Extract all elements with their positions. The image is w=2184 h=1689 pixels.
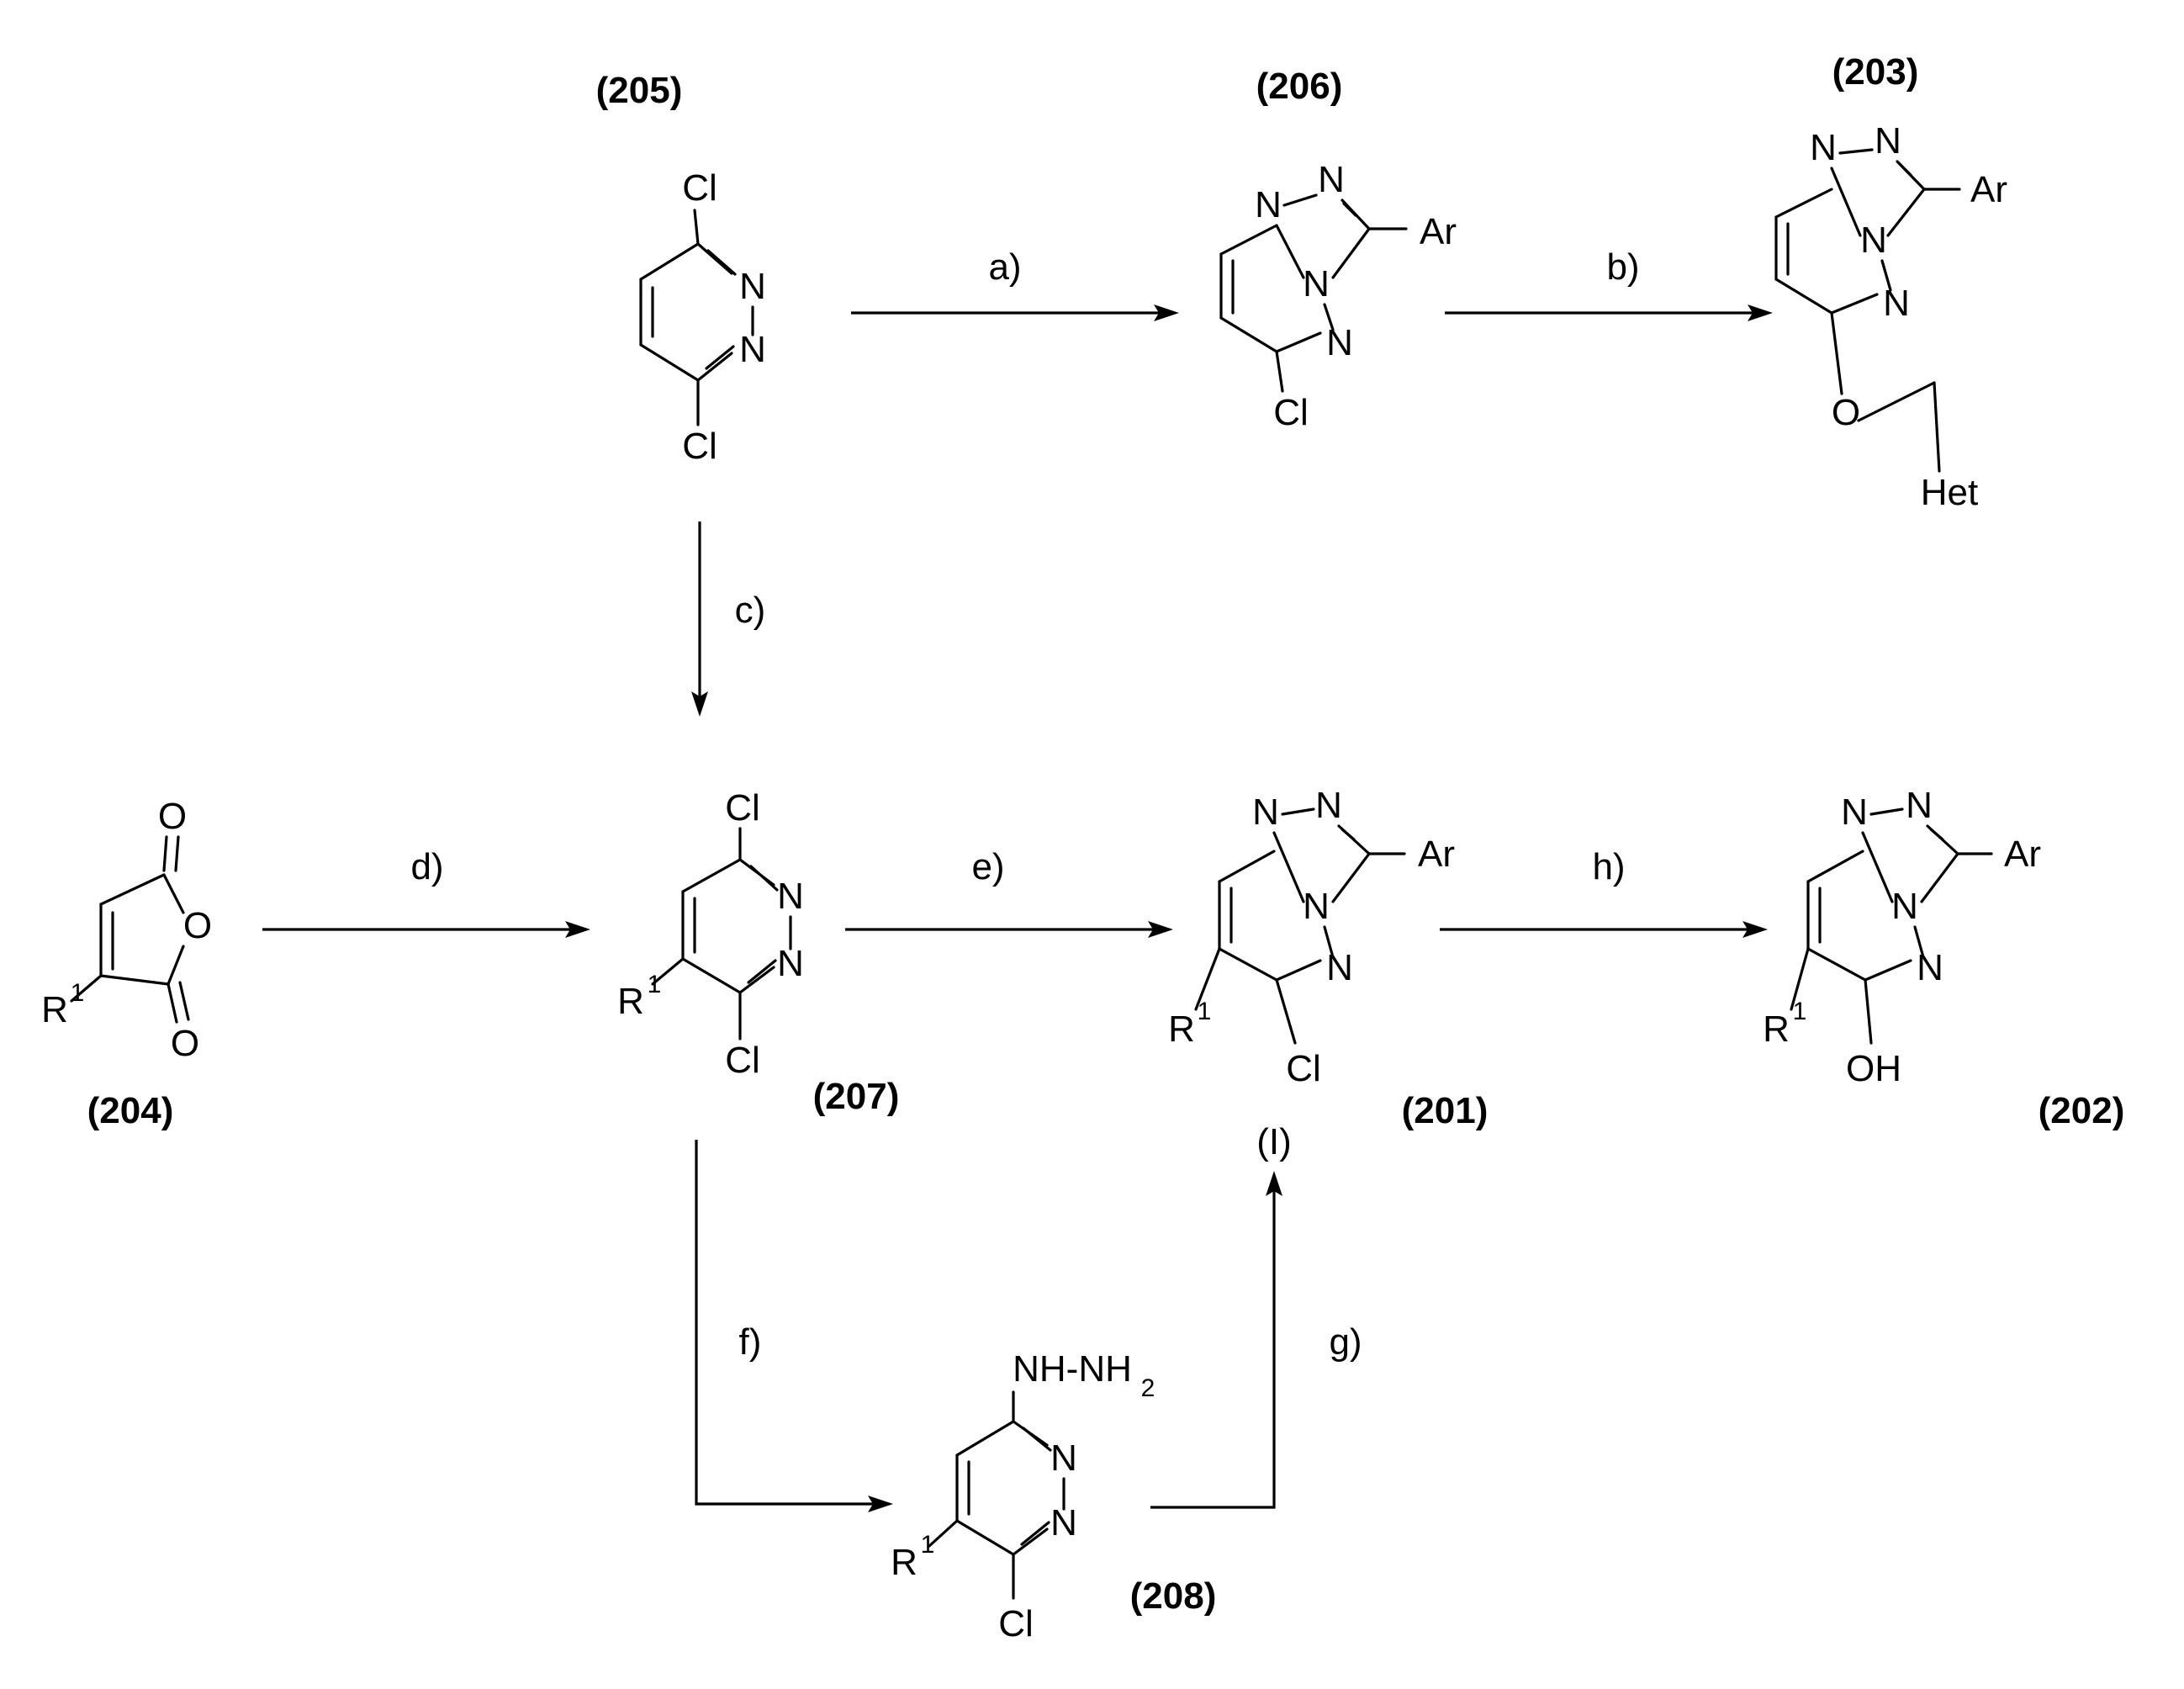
- arrow-f: f): [695, 1140, 893, 1512]
- compound-201: (201) (I) N N N N Ar Cl R 1: [1168, 785, 1488, 1162]
- arrow-h: h): [1440, 846, 1768, 938]
- atom-ar: Ar: [1420, 211, 1457, 252]
- ring-bonds: [639, 209, 754, 426]
- compound-label-207: (207): [813, 1076, 900, 1117]
- step-label-h: h): [1592, 846, 1625, 887]
- atom-n: N: [1860, 220, 1887, 261]
- atom-cl: Cl: [725, 787, 760, 829]
- atom-ar: Ar: [1970, 169, 2007, 210]
- atom-n: N: [1810, 127, 1837, 168]
- arrow-d: d): [262, 846, 590, 938]
- compound-label-203: (203): [1832, 51, 1919, 93]
- compound-label-202: (202): [2039, 1090, 2125, 1131]
- compound-label-208: (208): [1130, 1575, 1217, 1617]
- compound-206: (206) N N N N Ar Cl: [1219, 66, 1457, 433]
- atom-oh: OH: [1846, 1048, 1901, 1089]
- atom-n: N: [1326, 947, 1353, 988]
- atom-r: R: [617, 981, 644, 1022]
- compound-label-204: (204): [87, 1090, 174, 1131]
- atom-ar: Ar: [2004, 834, 2041, 875]
- formula-label-i: (I): [1256, 1121, 1292, 1162]
- atom-n: N: [1875, 120, 1901, 161]
- step-label-f: f): [739, 1321, 762, 1363]
- ring-bonds: [1790, 807, 1993, 1045]
- arrow-c: c): [691, 522, 765, 717]
- ring-bonds: [1194, 807, 1406, 1045]
- atom-n: N: [1906, 785, 1933, 826]
- step-label-g: g): [1329, 1321, 1362, 1363]
- atom-n: N: [777, 876, 804, 917]
- step-label-c: c): [735, 590, 766, 631]
- step-label-a: a): [988, 246, 1021, 288]
- ring-bonds: [928, 1390, 1066, 1600]
- compound-205: (205) Cl Cl N N: [596, 70, 766, 467]
- atom-cl: Cl: [1286, 1048, 1321, 1089]
- atom-n: N: [1891, 886, 1918, 927]
- atom-cl: Cl: [682, 167, 717, 209]
- compound-207: (207) Cl Cl N N R 1: [617, 787, 899, 1117]
- atom-o: O: [158, 796, 187, 837]
- ring-bonds: [651, 827, 792, 1040]
- atom-n: N: [1315, 785, 1342, 826]
- atom-o: O: [1832, 392, 1860, 433]
- atom-n: N: [1303, 886, 1330, 927]
- atom-nh-nh: NH-NH: [1013, 1348, 1132, 1390]
- compound-label-205: (205): [596, 70, 683, 111]
- subscript-2: 2: [1141, 1374, 1155, 1402]
- atom-n: N: [1303, 263, 1330, 304]
- arrow-a: a): [851, 246, 1179, 321]
- atom-o: O: [183, 905, 212, 946]
- arrow-b: b): [1445, 246, 1773, 321]
- compound-203: (203) N N N N Ar O Het: [1774, 51, 2007, 513]
- atom-r: R: [1168, 1009, 1195, 1050]
- atom-r: R: [891, 1542, 917, 1583]
- compound-label-201: (201): [1402, 1090, 1489, 1131]
- superscript-1: 1: [921, 1531, 935, 1559]
- atom-r: R: [1763, 1009, 1790, 1050]
- arrow-e: e): [845, 846, 1173, 938]
- ring-bonds: [70, 835, 190, 1024]
- atom-n: N: [1050, 1438, 1077, 1479]
- atom-n: N: [1917, 947, 1943, 988]
- atom-n: N: [739, 266, 766, 307]
- atom-cl: Cl: [998, 1603, 1034, 1644]
- atom-n: N: [1883, 283, 1910, 324]
- ring-bonds: [1774, 148, 1961, 473]
- atom-het: Het: [1921, 472, 1978, 513]
- atom-n: N: [1252, 792, 1279, 833]
- atom-n: N: [1841, 792, 1868, 833]
- atom-r: R: [41, 989, 68, 1030]
- atom-n: N: [1255, 184, 1282, 225]
- superscript-1: 1: [648, 971, 662, 998]
- compound-208: (208) NH-NH 2 N N Cl R 1: [891, 1348, 1216, 1644]
- superscript-1: 1: [1793, 998, 1807, 1025]
- compound-204: (204) O O O R 1: [41, 796, 212, 1131]
- atom-cl: Cl: [682, 426, 717, 467]
- atom-n: N: [1318, 159, 1345, 200]
- step-label-d: d): [410, 846, 443, 887]
- compound-202: (202) N N N N Ar OH R 1: [1763, 785, 2124, 1131]
- superscript-1: 1: [1198, 998, 1212, 1025]
- step-label-e: e): [971, 846, 1004, 887]
- atom-o: O: [171, 1023, 199, 1064]
- arrow-g: g): [1150, 1171, 1362, 1509]
- atom-n: N: [1326, 322, 1353, 363]
- compound-label-206: (206): [1256, 66, 1343, 107]
- ring-bonds: [1219, 193, 1408, 393]
- atom-cl: Cl: [1273, 392, 1309, 433]
- atom-ar: Ar: [1418, 834, 1455, 875]
- atom-cl: Cl: [725, 1040, 760, 1081]
- step-label-b: b): [1606, 246, 1639, 288]
